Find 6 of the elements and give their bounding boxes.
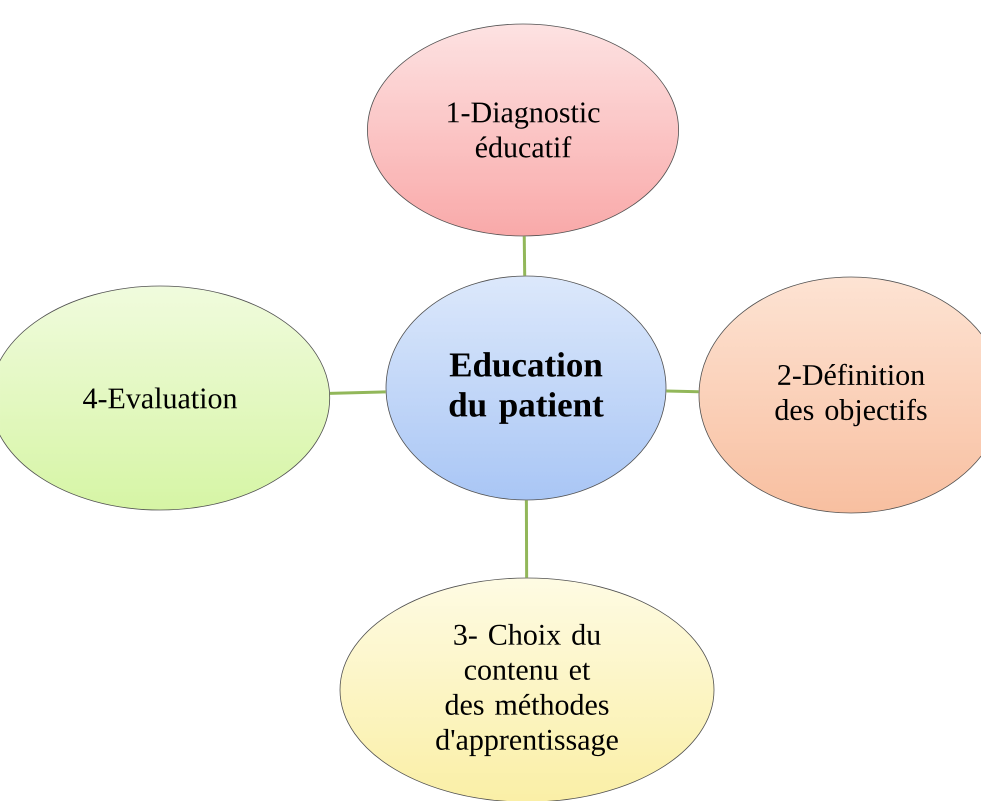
connector-line <box>524 500 528 578</box>
connector-line <box>666 390 699 394</box>
connector-line <box>330 390 386 395</box>
ellipse-node: 1-Diagnostic éducatif <box>367 24 679 236</box>
connector-line <box>522 236 526 276</box>
ellipse-node: Education du patient <box>386 276 666 500</box>
